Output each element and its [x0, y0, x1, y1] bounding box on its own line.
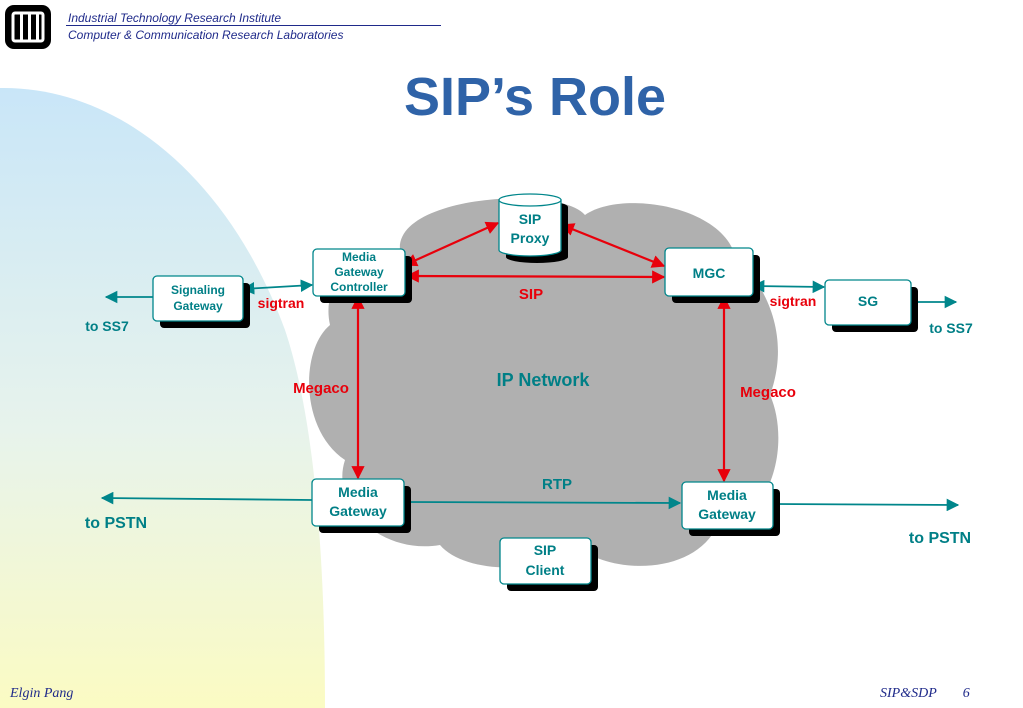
- mgc-left-label-2: Gateway: [334, 265, 384, 279]
- pstn-right-label: to PSTN: [909, 530, 971, 547]
- sip-proxy-label-1: SIP: [519, 211, 542, 227]
- footer-author: Elgin Pang: [10, 686, 74, 701]
- sg-right-label: SG: [858, 293, 878, 309]
- sip-client-node: SIP Client: [499, 537, 598, 591]
- mg-right-label-2: Gateway: [698, 506, 756, 522]
- ip-network-cloud: [309, 198, 779, 568]
- sigtran-left-label: sigtran: [258, 295, 305, 311]
- mg-right-label-1: Media: [707, 487, 747, 503]
- pstn-left-link: [100, 491, 313, 505]
- proxy-mgc-left-link: [403, 221, 500, 267]
- rtp-link: [404, 496, 682, 510]
- mg-left-label-2: Gateway: [329, 503, 387, 519]
- footer-right: SIP&SDP 6: [880, 686, 970, 702]
- org-name-line2: Computer & Communication Research Labora…: [68, 28, 344, 42]
- sip-proxy-node: SIP Proxy: [498, 193, 568, 263]
- pstn-right-link: [772, 498, 960, 512]
- sigtran-left-link: [241, 279, 314, 295]
- pstn-left-label: to PSTN: [85, 515, 147, 532]
- sip-proxy-label-2: Proxy: [511, 230, 550, 246]
- red-connectors: [351, 221, 731, 483]
- footer-page-number: 6: [962, 686, 970, 701]
- media-gateway-controller-node: Media Gateway Controller: [312, 248, 412, 303]
- page-title: SIP’s Role: [403, 67, 667, 127]
- ss7-left-label: to SS7: [85, 318, 129, 334]
- sigtran-right-link: [751, 279, 826, 294]
- itri-logo-icon: [5, 5, 51, 49]
- ss7-right-label: to SS7: [929, 320, 973, 336]
- media-gateway-right-node: Media Gateway: [681, 481, 780, 536]
- megaco-left-label: Megaco: [293, 380, 349, 397]
- media-gateway-left-node: Media Gateway: [311, 478, 411, 533]
- sg-left-label-2: Gateway: [173, 299, 223, 313]
- mgc-left-label-1: Media: [342, 250, 376, 264]
- mg-left-label-1: Media: [338, 484, 378, 500]
- mgc-node: MGC: [664, 247, 760, 303]
- sip-client-label-1: SIP: [534, 542, 557, 558]
- proxy-mgc-right-link: [560, 223, 666, 268]
- sip-client-label-2: Client: [526, 562, 565, 578]
- mgc-left-label-3: Controller: [330, 280, 388, 294]
- sg-left-label-1: Signaling: [171, 283, 225, 297]
- rtp-label: RTP: [542, 476, 572, 493]
- footer-topic: SIP&SDP: [880, 686, 937, 701]
- sg-node: SG: [824, 279, 918, 332]
- ip-network-label: IP Network: [497, 370, 591, 390]
- org-name-line1: Industrial Technology Research Institute: [68, 11, 282, 25]
- sigtran-right-label: sigtran: [770, 293, 817, 309]
- megaco-right-label: Megaco: [740, 384, 796, 401]
- signaling-gateway-node: Signaling Gateway: [152, 275, 250, 328]
- header-divider: [66, 25, 441, 26]
- sip-label: SIP: [519, 286, 543, 303]
- mgc-right-label: MGC: [693, 265, 726, 281]
- sip-link: [405, 269, 666, 284]
- header: Industrial Technology Research Institute…: [0, 0, 1023, 60]
